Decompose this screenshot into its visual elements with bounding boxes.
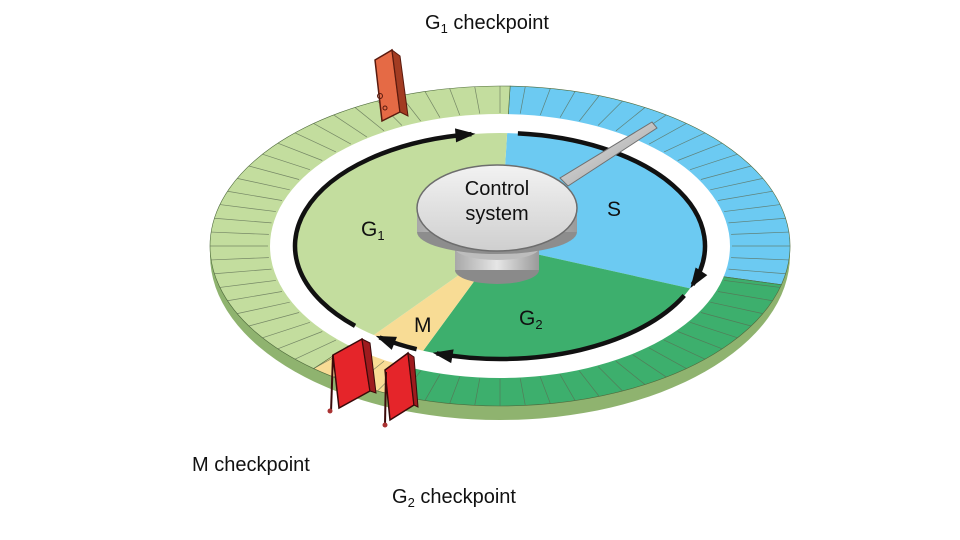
ring-segment-tick <box>710 301 763 314</box>
ring-segment-tick <box>717 190 773 201</box>
ring-segment-tick <box>559 374 576 401</box>
ring-segment-tick <box>449 376 461 404</box>
ring-segment-tick <box>219 280 276 288</box>
ring-segment-tick <box>677 142 723 161</box>
ring-segment-tick <box>214 268 272 275</box>
ring-segment-tick <box>519 378 526 406</box>
ring-segment-tick <box>474 86 481 114</box>
ring-segment-tick <box>663 132 706 153</box>
ring-segment-tick <box>615 107 646 132</box>
ring-segment-tick <box>632 354 667 378</box>
ring-segment-tick <box>237 178 290 191</box>
control-system-label: Control system <box>447 177 547 227</box>
cycle-arrows <box>292 128 708 364</box>
ring-segment-tick <box>227 190 283 201</box>
ring-segment-tick <box>700 312 752 327</box>
m-checkpoint-label: M checkpoint <box>192 454 310 476</box>
ring-segment-tick <box>227 291 283 302</box>
ring-segment-tick <box>262 153 311 171</box>
s-phase-label: S <box>607 198 622 221</box>
ring-segment-tick <box>689 321 738 339</box>
control-system-line2: system <box>465 203 529 225</box>
ring-segment-tick <box>663 339 706 360</box>
ring-segment-tick <box>519 86 526 114</box>
ring-segment-tick <box>615 360 646 385</box>
g1-phase-label: G1 <box>361 218 385 243</box>
ring-segment-tick <box>211 257 269 261</box>
ring-segment-tick <box>677 331 723 350</box>
ring-segment-tick <box>728 268 786 275</box>
ring-segment-tick <box>248 312 300 327</box>
arrow-m-head <box>375 335 397 350</box>
ring-segment-tick <box>710 178 763 191</box>
ring-segment-tick <box>579 95 600 122</box>
ring-segment-tick <box>214 217 272 224</box>
g1-checkpoint-gate <box>374 48 409 123</box>
g2-checkpoint-gate <box>382 351 419 428</box>
ring-segment-tick <box>237 301 290 314</box>
ring-segment-tick <box>262 321 311 339</box>
ring-segment-tick <box>539 376 551 404</box>
ring-segment-tick <box>539 88 551 116</box>
ring-segment-tick <box>689 153 738 171</box>
ring-segment-tick <box>648 123 687 145</box>
arrow-g1 <box>292 131 472 328</box>
g1-checkpoint-label: G1 checkpoint <box>425 12 549 36</box>
arrow-g1-head <box>454 128 476 143</box>
g2-checkpoint-label: G2 checkpoint <box>392 486 516 510</box>
ring-segment-tick <box>597 366 623 392</box>
ring-segment-tick <box>211 231 269 235</box>
control-system-hub <box>416 121 658 284</box>
m-phase-label: M <box>414 314 432 337</box>
m-checkpoint-gate <box>327 337 377 414</box>
ring-segment-tick <box>219 204 276 212</box>
ring-segment-tick <box>248 165 300 180</box>
ring-segment-tick <box>333 114 368 138</box>
ring-segment-tick <box>449 88 461 116</box>
arrow-g2 <box>436 294 686 362</box>
ring-segment-tick <box>700 165 752 180</box>
ring-segment-tick <box>313 123 352 145</box>
ring-segment-tick <box>277 142 323 161</box>
checkpoint-gates <box>327 48 419 428</box>
ring-segment-tick <box>579 370 600 397</box>
arrow-g2-head <box>432 349 454 364</box>
ring-segment-tick <box>474 378 481 406</box>
ring-segment-tick <box>724 204 781 212</box>
ring-segment-tick <box>424 374 441 401</box>
ring-segment-tick <box>724 280 781 288</box>
ring-segment-tick <box>728 217 786 224</box>
g2-phase-label: G2 <box>519 307 543 332</box>
ring-segment-tick <box>717 291 773 302</box>
ring-segment-tick <box>424 91 441 118</box>
ring-segment-tick <box>731 257 789 261</box>
ring-segment-tick <box>731 231 789 235</box>
ring-segment-tick <box>559 91 576 118</box>
ring-segment-tick <box>277 331 323 350</box>
ring-segment-tick <box>648 347 687 369</box>
arrow-s-head <box>690 267 708 288</box>
arrow-s <box>517 131 708 286</box>
ring-segment-tick <box>354 107 385 132</box>
ring-segment-tick <box>294 339 337 360</box>
ring-segment-tick <box>597 100 623 126</box>
ring-segment-tick <box>294 132 337 153</box>
control-system-line1: Control <box>464 178 530 200</box>
